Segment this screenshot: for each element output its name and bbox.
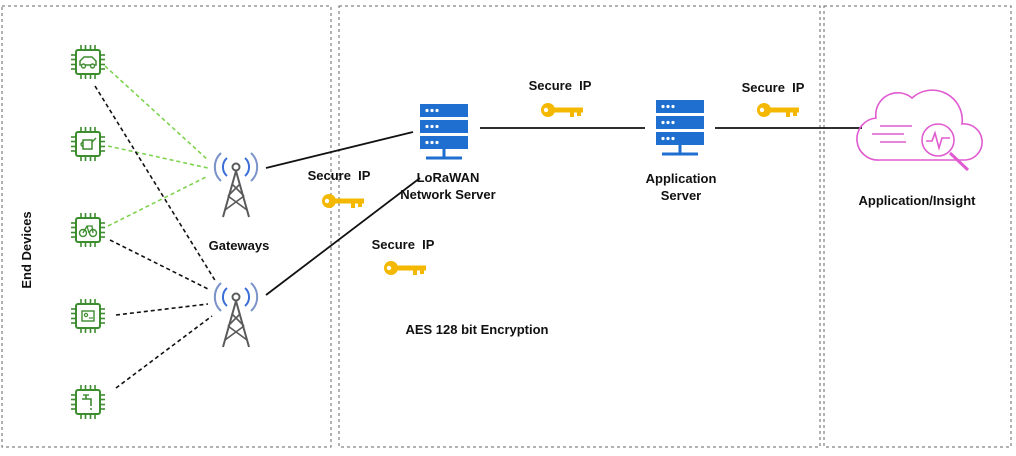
key-icon-4	[384, 261, 426, 275]
application-server-label-line2: Server	[661, 188, 701, 203]
encryption-label: AES 128 bit Encryption	[405, 322, 548, 337]
panel-end-devices	[1, 5, 332, 448]
panel-application	[823, 5, 1012, 448]
secure-ip-label-3: Secure IP	[742, 80, 805, 95]
cloud-insight-icon	[856, 89, 983, 172]
application-server-icon	[654, 98, 706, 156]
link-faucet-gateway2	[115, 315, 213, 389]
secure-ip-label-2: Secure IP	[529, 78, 592, 93]
car-chip-icon	[70, 44, 106, 80]
faucet-chip-icon	[70, 384, 106, 420]
link-sensor-gateway2	[115, 303, 209, 316]
link-car-gateway2	[94, 85, 217, 283]
panel-network	[338, 5, 821, 448]
link-gateway1-network-server	[265, 131, 414, 169]
application-server-label-line1: Application	[646, 171, 717, 186]
watering-can-chip-icon	[70, 126, 106, 162]
application-insight-label: Application/Insight	[859, 193, 977, 208]
link-gateway2-network-server	[265, 177, 421, 296]
sensor-chip-icon	[70, 298, 106, 334]
link-water-gateway1	[107, 145, 209, 169]
end-devices	[70, 44, 106, 420]
key-icon-2	[541, 103, 583, 117]
network-server-label-line1: LoRaWAN	[417, 170, 480, 185]
backbone-links	[265, 127, 862, 296]
link-bike-gateway2	[109, 239, 211, 291]
bicycle-chip-icon	[70, 212, 106, 248]
link-car-gateway1	[104, 65, 209, 161]
network-server-label-line2: Network Server	[400, 187, 495, 202]
key-icon-1	[322, 194, 364, 208]
network-server-icon	[418, 102, 470, 160]
key-icon-3	[757, 103, 799, 117]
gateways-label: Gateways	[209, 238, 270, 253]
end-devices-label: End Devices	[19, 211, 34, 288]
secure-ip-label-4: Secure IP	[372, 237, 435, 252]
device-links	[94, 65, 217, 389]
link-bike-gateway1	[107, 175, 209, 227]
secure-ip-label-1: Secure IP	[308, 168, 371, 183]
gateway-tower-icon-2	[213, 282, 259, 348]
gateway-tower-icon-1	[213, 152, 259, 218]
